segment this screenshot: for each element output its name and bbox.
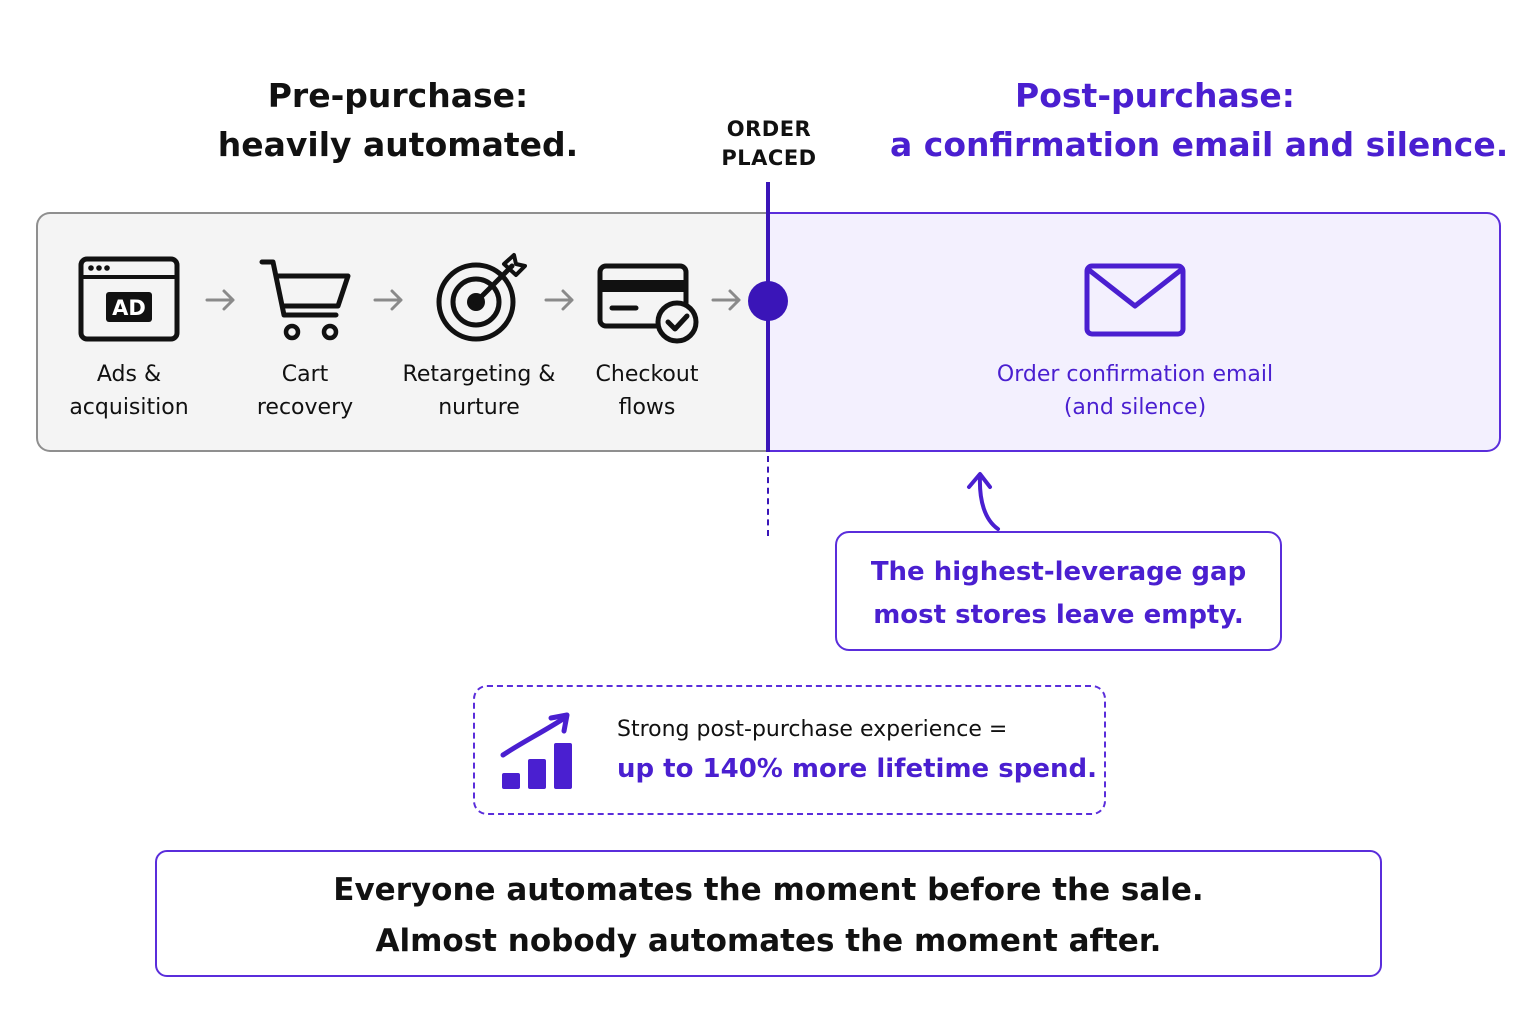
ad-icon-text: AD: [112, 296, 146, 320]
order-placed-label: ORDER PLACED: [700, 115, 838, 173]
step-cart-recovery: Cart recovery: [210, 250, 400, 424]
order-placed-line2: PLACED: [721, 146, 817, 170]
step-label-line1: Retargeting &: [402, 362, 556, 387]
credit-card-check-icon: [597, 263, 699, 344]
growth-chart-icon: [500, 712, 572, 789]
lifetime-spend-stat: Strong post-purchase experience = up to …: [473, 685, 1106, 815]
pre-purchase-heading-line2: heavily automated.: [217, 125, 579, 164]
target-dart-icon: [436, 253, 527, 342]
step-label: Retargeting & nurture: [384, 358, 574, 424]
order-placed-timeline-dashed: [767, 456, 769, 536]
step-label: Cart recovery: [210, 358, 400, 424]
stat-line2: up to 140% more lifetime spend.: [617, 754, 1097, 784]
order-placed-marker: [748, 281, 788, 321]
stat-text: Strong post-purchase experience = up to …: [617, 713, 1097, 791]
step-label-line2: acquisition: [69, 395, 189, 420]
ad-window-icon: AD: [78, 256, 180, 342]
shopping-cart-icon: [259, 259, 351, 341]
stat-line1: Strong post-purchase experience =: [617, 717, 1008, 742]
step-label: Ads & acquisition: [34, 358, 224, 424]
pre-purchase-heading-line1: Pre-purchase:: [267, 76, 529, 115]
step-label-line1: Cart: [281, 362, 329, 387]
step-label: Checkout flows: [552, 358, 742, 424]
flow-arrow-icon: [373, 289, 403, 311]
order-placed-line1: ORDER: [726, 117, 812, 141]
flow-arrow-icon: [205, 289, 235, 311]
summary-line2: Almost nobody automates the moment after…: [375, 923, 1162, 959]
step-label-line1: Checkout: [595, 362, 699, 387]
step-label-line2: flows: [618, 395, 676, 420]
step-label-line2: recovery: [256, 395, 354, 420]
post-purchase-heading: Post-purchase: a confirmation email and …: [890, 71, 1509, 169]
envelope-icon: [1084, 263, 1186, 337]
gap-callout-line2: most stores leave empty.: [873, 600, 1244, 630]
step-ads-acquisition: AD Ads & acquisition: [34, 250, 224, 424]
post-purchase-heading-line2: a confirmation email and silence.: [890, 125, 1509, 164]
step-retargeting-nurture: Retargeting & nurture: [384, 250, 574, 424]
pre-purchase-heading: Pre-purchase: heavily automated.: [198, 71, 598, 169]
email-label-line2: (and silence): [1063, 395, 1207, 420]
step-checkout-flows: Checkout flows: [552, 250, 742, 424]
email-label-line1: Order confirmation email: [996, 362, 1274, 387]
gap-callout-line1: The highest-leverage gap: [870, 557, 1247, 587]
step-label-line1: Ads &: [96, 362, 162, 387]
order-confirmation-email: Order confirmation email (and silence): [940, 262, 1330, 424]
curved-arrow-icon: [967, 472, 1000, 531]
post-purchase-heading-line1: Post-purchase:: [1015, 76, 1295, 115]
step-label-line2: nurture: [438, 395, 520, 420]
email-label: Order confirmation email (and silence): [940, 358, 1330, 424]
flow-arrow-icon: [711, 289, 741, 311]
gap-callout: The highest-leverage gap most stores lea…: [835, 531, 1282, 651]
summary-line1: Everyone automates the moment before the…: [333, 872, 1204, 908]
summary-box: Everyone automates the moment before the…: [155, 850, 1382, 977]
flow-arrow-icon: [544, 289, 574, 311]
